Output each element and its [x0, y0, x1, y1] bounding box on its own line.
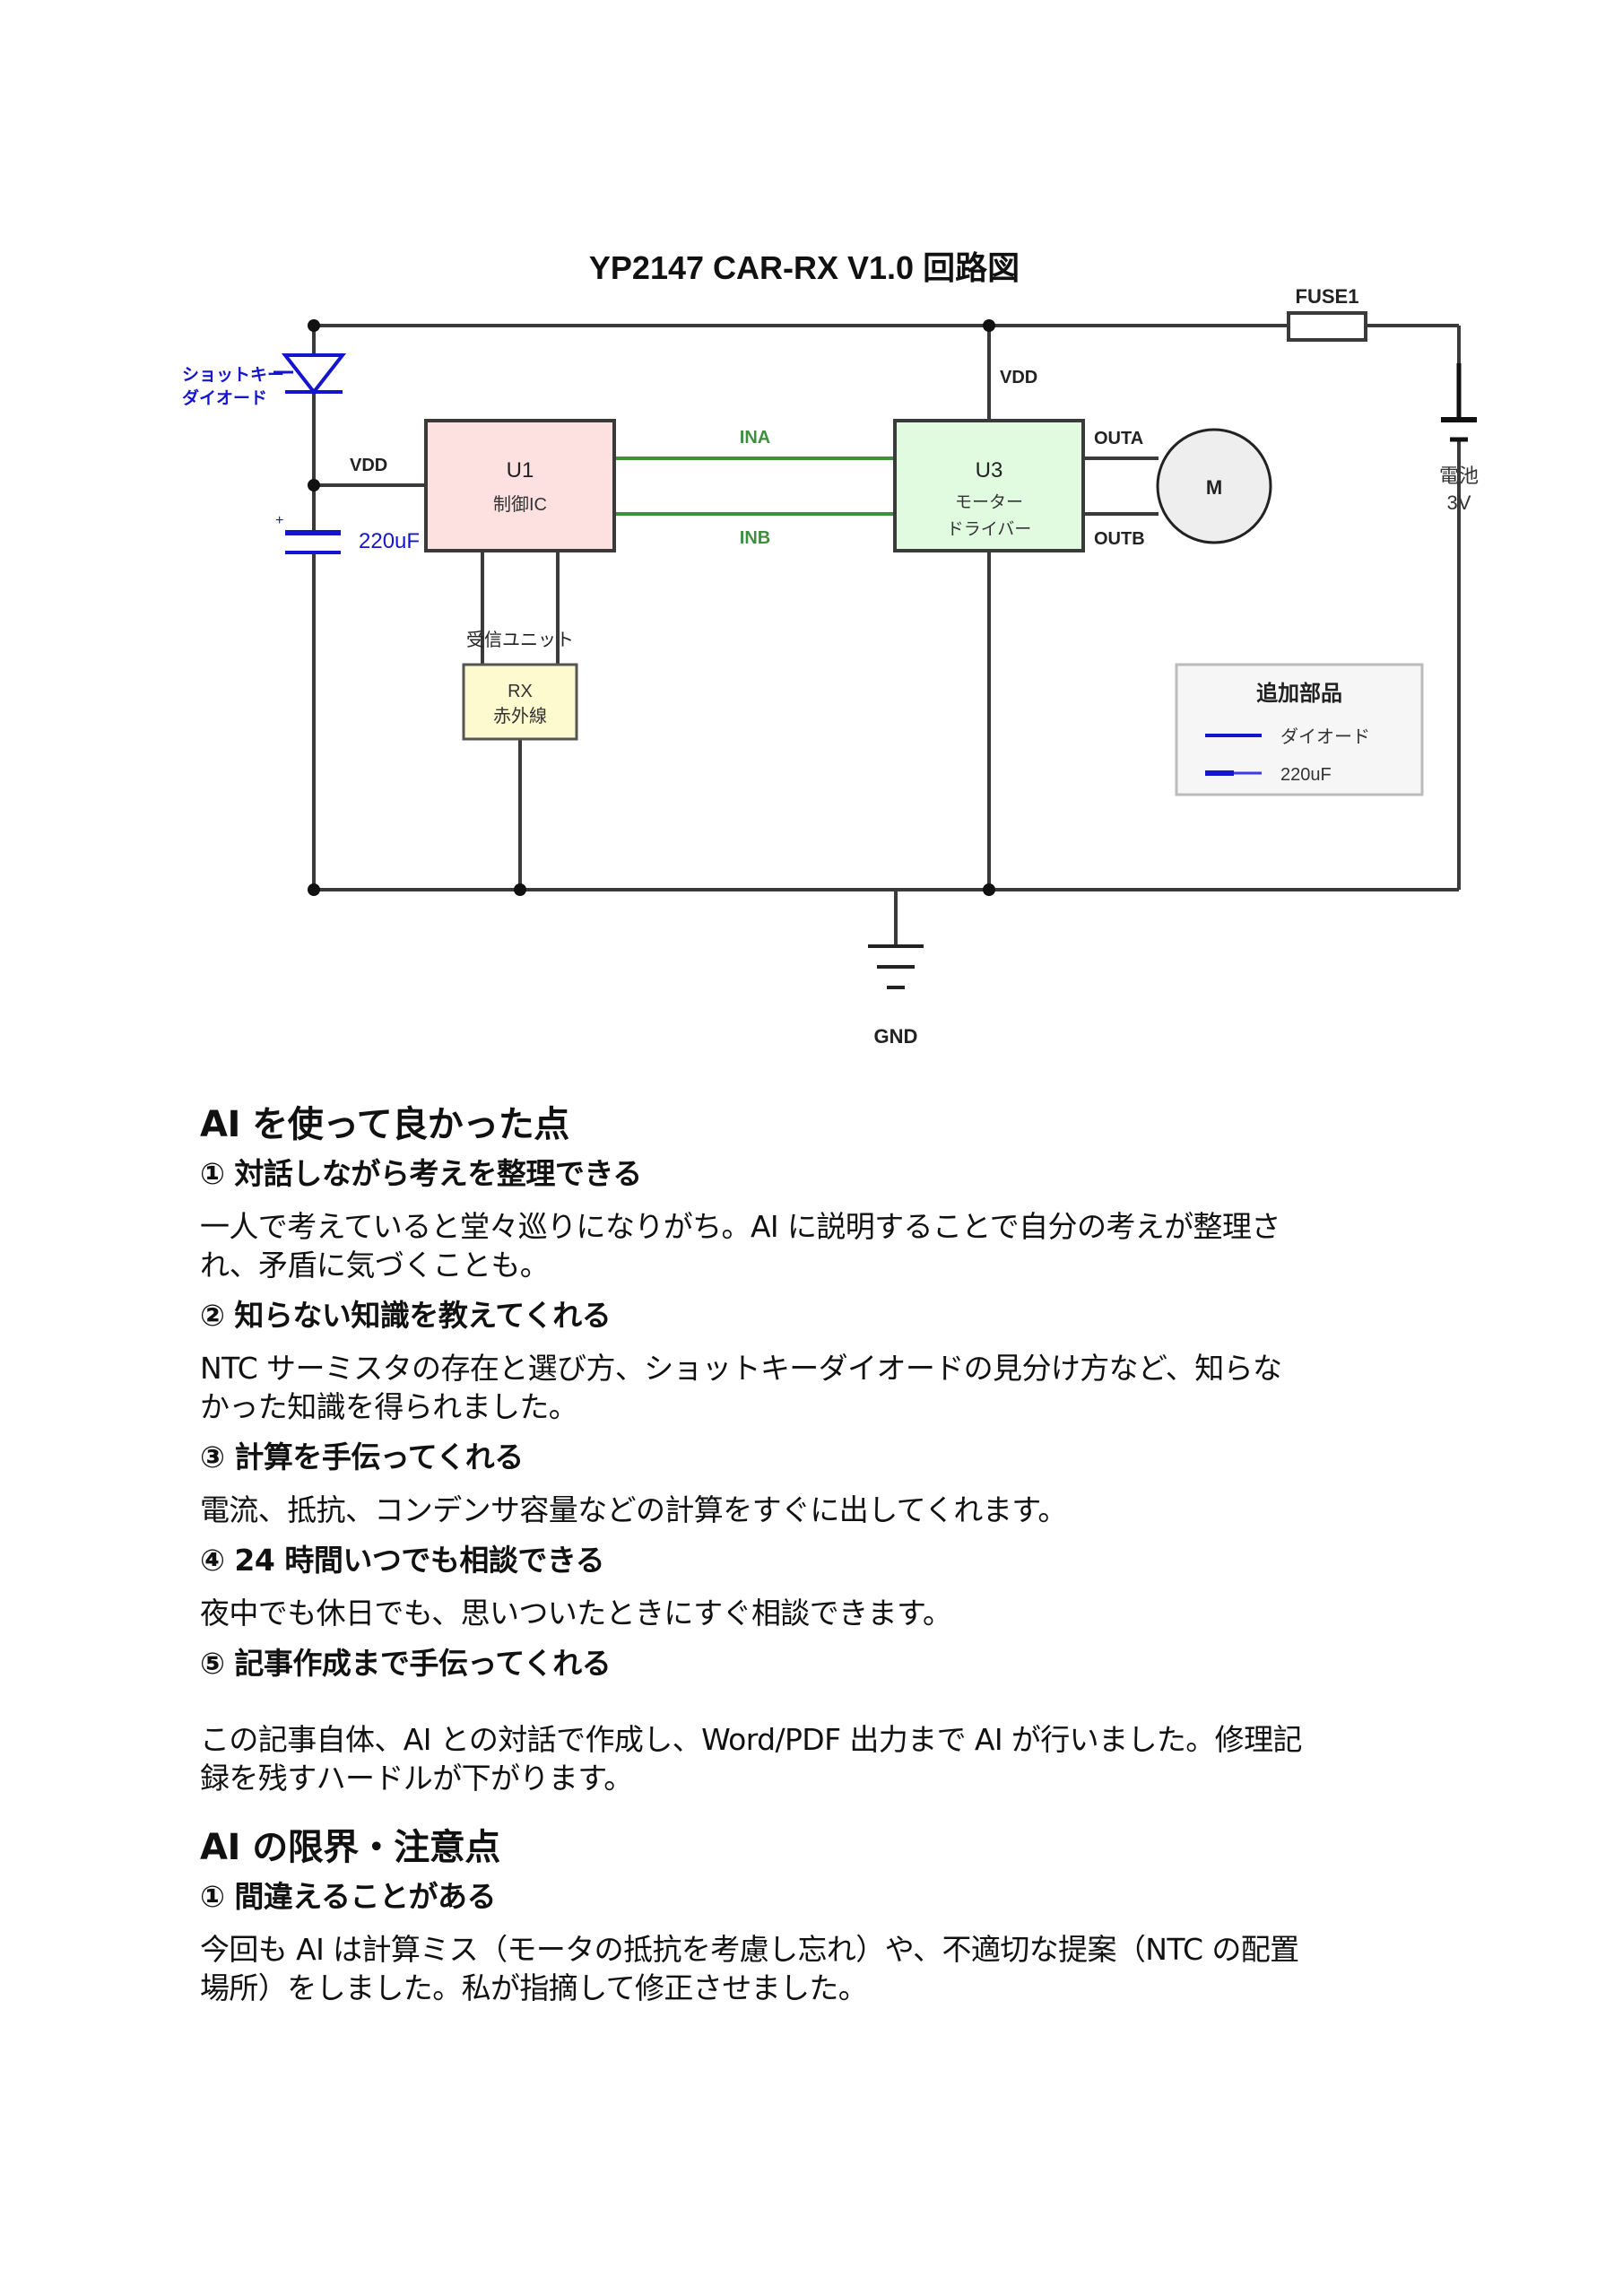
item-body-line: この記事自体、AI との対話で作成し、Word/PDF 出力まで AI が行いま…: [200, 1722, 1302, 1757]
fuse-icon: [1287, 311, 1367, 342]
list-item: ⑤ 記事作成まで手伝ってくれる この記事自体、AI との対話で作成し、Word/…: [200, 1643, 1437, 1797]
junction-dot: [983, 883, 995, 896]
list-item: ① 間違えることがある 今回も AI は計算ミス（モータの抵抗を考慮し忘れ）や、…: [200, 1876, 1437, 2007]
legend-title: 追加部品: [1256, 681, 1342, 706]
junctions: [308, 319, 995, 896]
legend-item-diode: ダイオード: [1280, 726, 1370, 747]
rx-unit-label: 受信ユニット: [466, 630, 574, 650]
legend: 追加部品 ダイオード 220uF: [1175, 663, 1424, 796]
junction-dot: [514, 883, 526, 896]
battery: 電池 3V: [1439, 363, 1479, 514]
u1-box: [424, 419, 616, 552]
u1-vdd-label: VDD: [350, 456, 387, 475]
item-title: ③ 計算を手伝ってくれる: [200, 1439, 524, 1474]
section-good-points: AI を使って良かった点 ① 対話しながら考えを整理できる 一人で考えていると堂…: [200, 1101, 1437, 1797]
list-item: ④ 24 時間いつでも相談できる 夜中でも休日でも、思いついたときにすぐ相談でき…: [200, 1540, 1437, 1632]
capacitor-polarity-label: +: [275, 513, 283, 528]
rx-name-label: 赤外線: [493, 706, 547, 726]
junction-dot: [983, 319, 995, 332]
inb-label: INB: [740, 528, 770, 548]
section-heading: AI の限界・注意点: [200, 1827, 500, 1868]
battery-label-1: 電池: [1439, 465, 1479, 487]
fuse: FUSE1: [1287, 285, 1367, 342]
list-item: ① 対話しながら考えを整理できる 一人で考えていると堂々巡りになりがち。AI に…: [200, 1153, 1437, 1284]
section-heading: AI を使って良かった点: [200, 1104, 569, 1145]
ina-label: INA: [740, 428, 770, 448]
item-body-line: 一人で考えていると堂々巡りになりがち。AI に説明することで自分の考えが整理さ: [200, 1209, 1280, 1244]
outb-label: OUTB: [1094, 529, 1145, 549]
signal-wires: [614, 457, 895, 516]
u3-motor-driver: U3 モーター ドライバー: [893, 419, 1085, 552]
motor-icon: [1156, 428, 1272, 544]
battery-label-2: 3V: [1447, 491, 1471, 514]
u1-control-ic: U1 制御IC: [424, 419, 616, 552]
item-body-line: 場所）をしました。私が指摘して修正させました。: [200, 1970, 868, 2005]
schematic-title: YP2147 CAR-RX V1.0 回路図: [589, 249, 1020, 286]
item-title: ② 知らない知識を教えてくれる: [200, 1298, 612, 1333]
junction-dot: [308, 479, 320, 491]
item-title: ① 対話しながら考えを整理できる: [200, 1156, 642, 1191]
item-body-line: 今回も AI は計算ミス（モータの抵抗を考慮し忘れ）や、不適切な提案（NTC の…: [200, 1932, 1299, 1967]
diode-label-line1: ショットキー: [182, 366, 284, 385]
list-item: ② 知らない知識を教えてくれる NTC サーミスタの存在と選び方、ショットキーダ…: [200, 1295, 1437, 1426]
item-title: ① 間違えることがある: [200, 1879, 496, 1914]
u3-name-label-2: ドライバー: [947, 520, 1032, 539]
section-limitations: AI の限界・注意点 ① 間違えることがある 今回も AI は計算ミス（モータの…: [200, 1824, 1437, 2007]
u3-ref-label: U3: [976, 458, 1003, 483]
rx-unit: 受信ユニット RX 赤外線: [462, 630, 578, 741]
item-body-line: 録を残すハードルが下がります。: [200, 1761, 633, 1796]
circuit-schematic: YP2147 CAR-RX V1.0 回路図: [182, 249, 1479, 1048]
item-title: ④ 24 時間いつでも相談できる: [200, 1543, 605, 1578]
rx-ref-label: RX: [508, 682, 533, 701]
list-item: ③ 計算を手伝ってくれる 電流、抵抗、コンデンサ容量などの計算をすぐに出してくれ…: [200, 1437, 1437, 1529]
junction-dot: [308, 883, 320, 896]
fuse-label: FUSE1: [1296, 285, 1359, 308]
u3-box: [893, 419, 1085, 552]
diode-label-line2: ダイオード: [182, 387, 267, 408]
legend-item-capacitor: 220uF: [1280, 765, 1332, 785]
motor-label: M: [1206, 476, 1222, 499]
item-title: ⑤ 記事作成まで手伝ってくれる: [200, 1646, 612, 1681]
u3-name-label-1: モーター: [955, 492, 1023, 512]
junction-dot: [308, 319, 320, 332]
u3-vdd-label: VDD: [1000, 368, 1037, 387]
ground-symbol: [868, 944, 924, 989]
gnd-label: GND: [874, 1025, 918, 1048]
capacitor-220uf: + 220uF: [275, 513, 420, 554]
item-body-line: NTC サーミスタの存在と選び方、ショットキーダイオードの見分け方など、知らな: [200, 1351, 1282, 1386]
outa-label: OUTA: [1094, 429, 1143, 448]
diode-triangle-icon: [281, 353, 347, 396]
item-body-line: 電流、抵抗、コンデンサ容量などの計算をすぐに出してくれます。: [200, 1492, 1067, 1527]
wires: [312, 324, 1461, 946]
article-body: AI を使って良かった点 ① 対話しながら考えを整理できる 一人で考えていると堂…: [200, 1101, 1437, 2007]
rx-box: [462, 663, 578, 741]
item-body-line: 夜中でも休日でも、思いついたときにすぐ相談できます。: [200, 1596, 952, 1631]
schottky-diode: ショットキー ダイオード: [182, 353, 347, 408]
item-body-line: れ、矛盾に気づくことも。: [200, 1248, 550, 1283]
u1-name-label: 制御IC: [493, 494, 547, 515]
capacitor-value-label: 220uF: [359, 529, 420, 553]
motor: M: [1156, 428, 1272, 544]
u1-ref-label: U1: [507, 458, 534, 483]
item-body-line: かった知識を得られました。: [200, 1389, 578, 1424]
